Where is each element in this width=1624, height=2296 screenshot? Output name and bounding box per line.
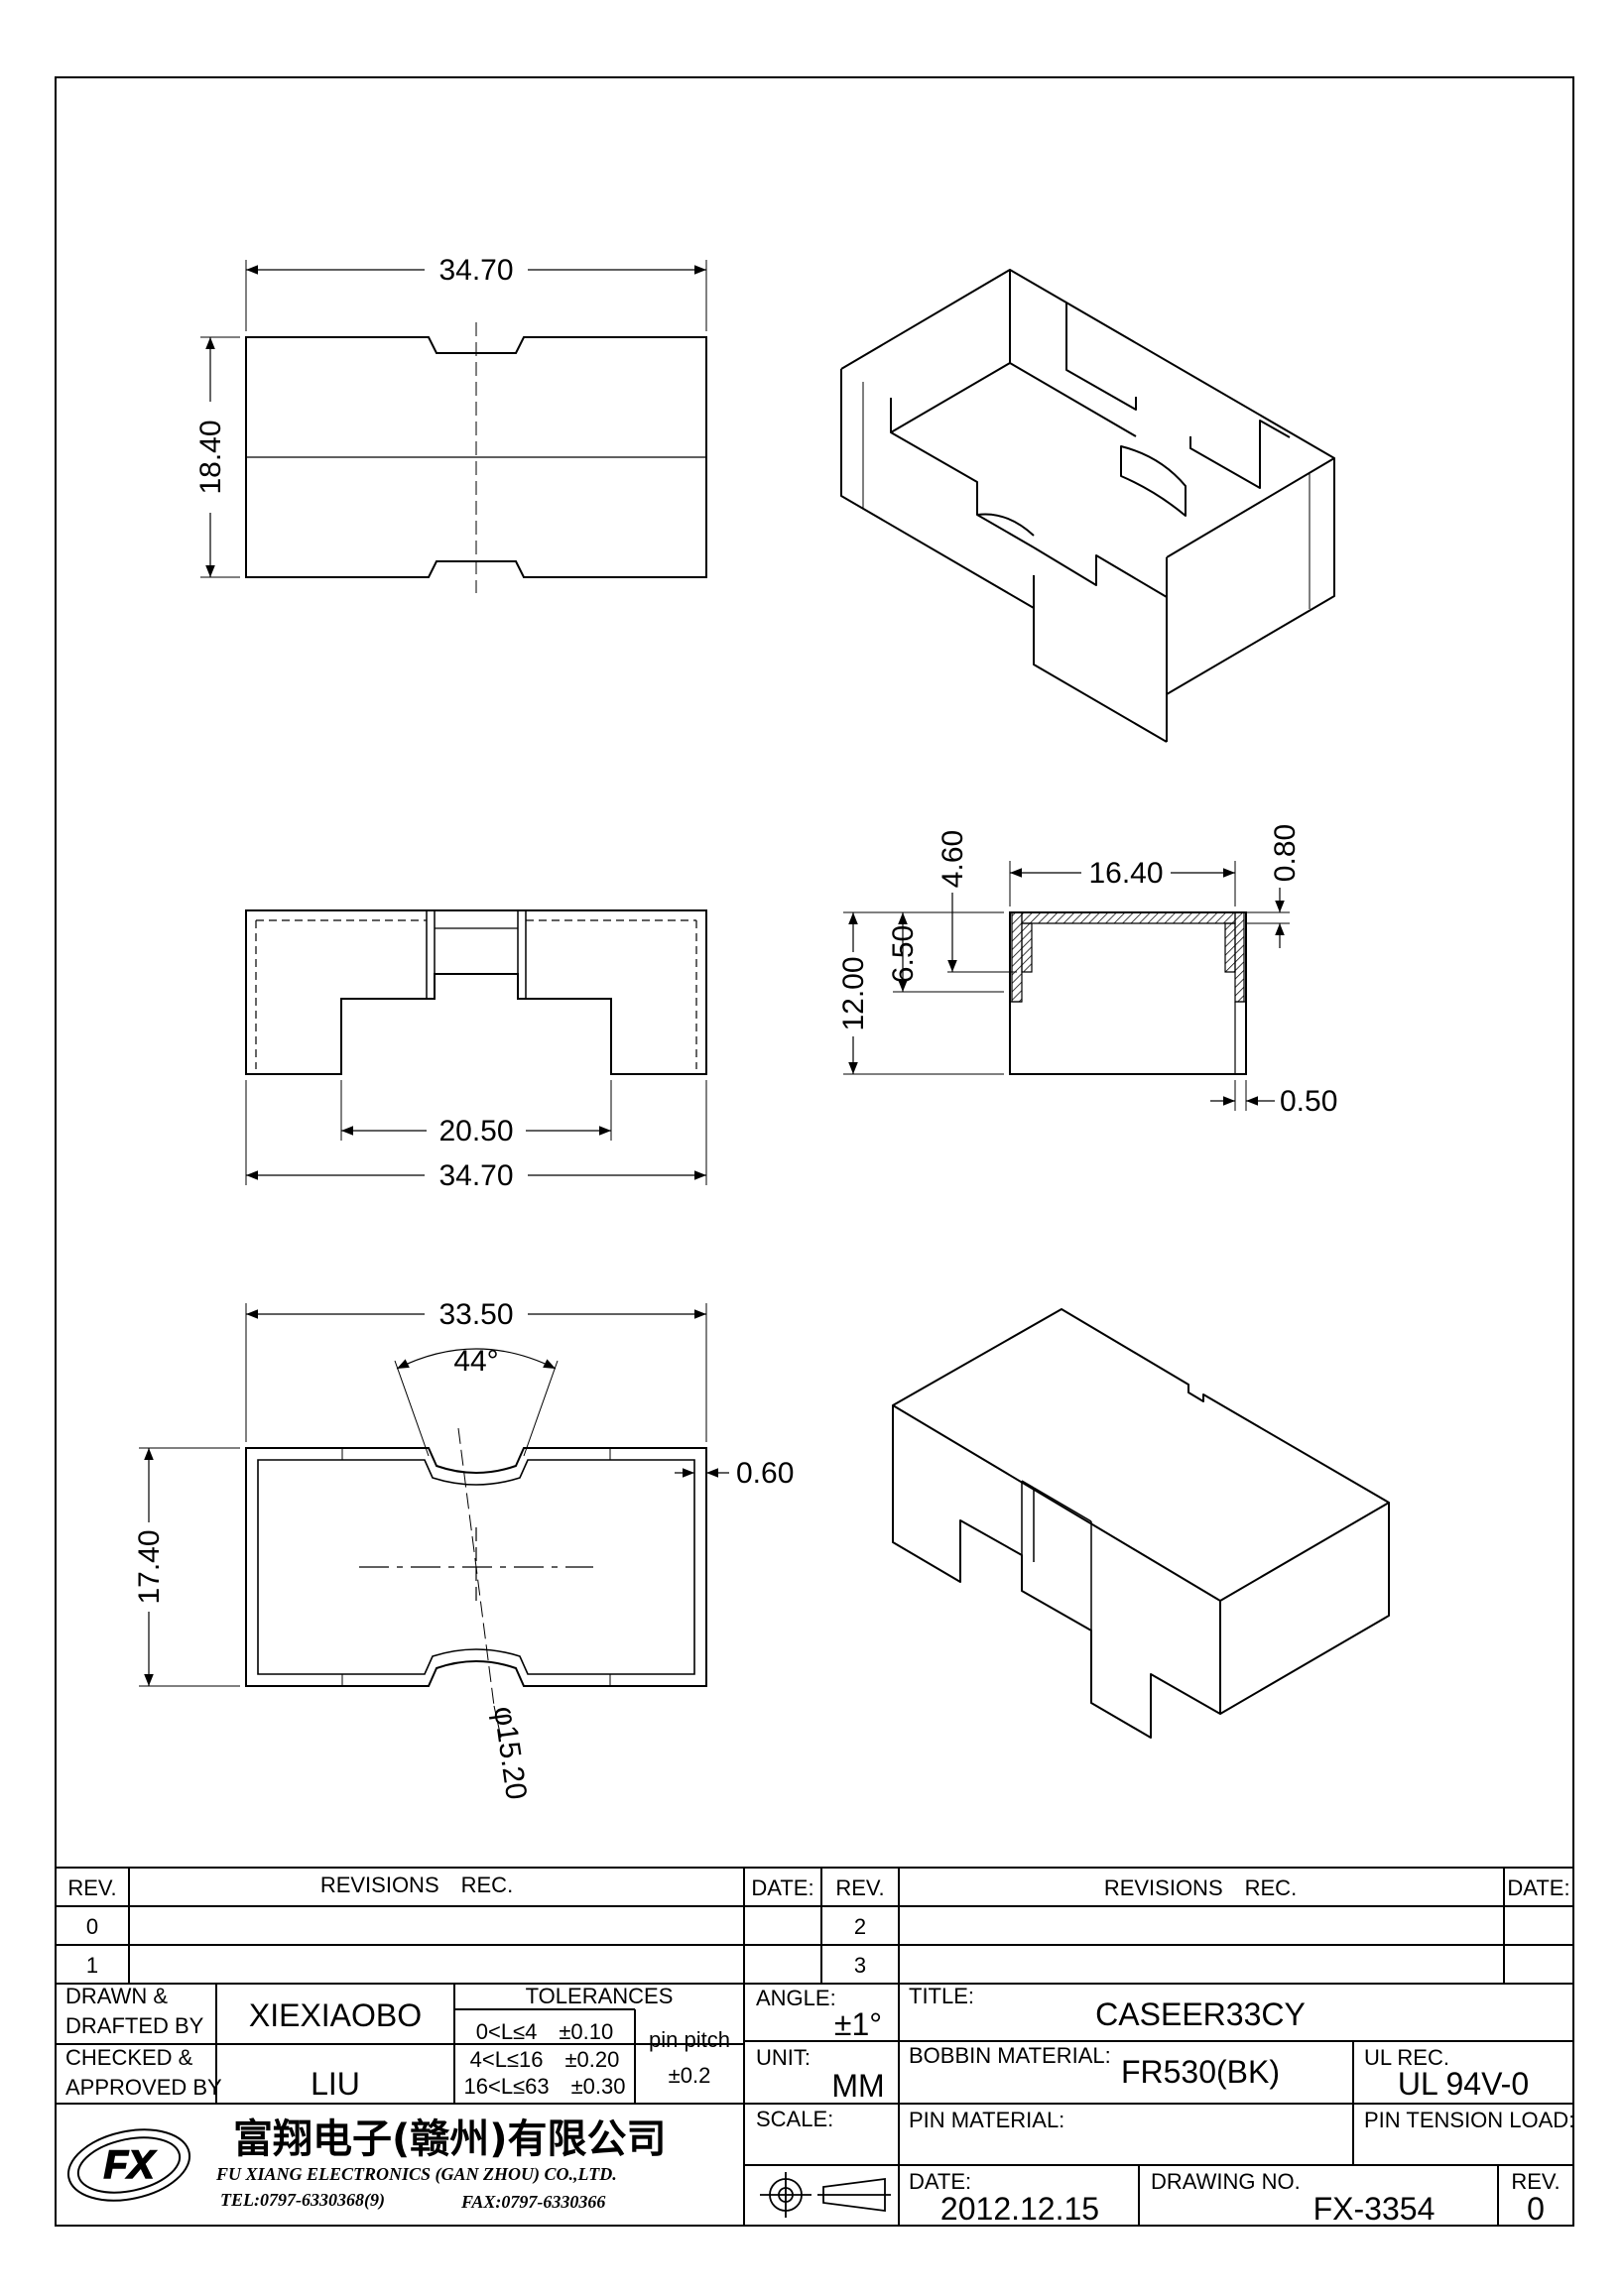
pin-pitch-value: ±0.2 (669, 2063, 711, 2088)
drawn-label-2: DRAFTED BY (65, 2013, 204, 2038)
bottom-wall-dimension: 0.60 (736, 1457, 794, 1490)
scale-label: SCALE: (756, 2107, 833, 2131)
tolerance-row-2: 4<L≤16 ±0.20 (470, 2047, 620, 2072)
drawing-no-label: DRAWING NO. (1151, 2169, 1301, 2194)
bottom-angle-dimension: 44° (453, 1345, 498, 1378)
date-header-left: DATE: (751, 1875, 813, 1900)
rev-row-2: 2 (854, 1914, 866, 1939)
drawn-by-value: XIEXIAOBO (249, 1997, 422, 2033)
rev-header: REV. (67, 1875, 116, 1900)
angle-value: ±1° (834, 2006, 882, 2042)
top-view (200, 260, 707, 593)
front-view (245, 909, 707, 1185)
isometric-view-top (840, 269, 1335, 743)
top-width-dimension: 34.70 (438, 254, 513, 287)
tolerances-label: TOLERANCES (526, 1984, 674, 2008)
company-logo-icon: FX (66, 2128, 191, 2202)
pin-pitch-label: pin pitch (649, 2027, 730, 2052)
front-inner-width-dimension: 20.50 (438, 1115, 513, 1148)
rev-label: REV. (1511, 2169, 1560, 2194)
isometric-view-bottom (892, 1308, 1390, 1739)
date-value: 2012.12.15 (940, 2191, 1099, 2227)
unit-value: MM (831, 2068, 884, 2104)
company-name-chinese: 富翔电子(赣州)有限公司 (233, 2116, 667, 2162)
bottom-height-dimension: 17.40 (133, 1529, 166, 1604)
date-label: DATE: (909, 2169, 971, 2194)
section-width-dimension: 16.40 (1088, 857, 1163, 890)
tolerance-row-1: 0<L≤4 ±0.10 (476, 2019, 614, 2044)
company-tel: TEL:0797-6330368(9) (220, 2190, 385, 2211)
pin-material-label: PIN MATERIAL: (909, 2108, 1064, 2132)
rev-header-right: REV. (835, 1875, 884, 1900)
company-fax: FAX:0797-6330366 (460, 2192, 605, 2212)
tolerance-row-3: 16<L≤63 ±0.30 (464, 2074, 626, 2099)
drawing-no-value: FX-3354 (1313, 2191, 1436, 2227)
bobbin-material-value: FR530(BK) (1121, 2054, 1280, 2090)
section-view (843, 861, 1290, 1111)
checked-label-2: APPROVED BY (65, 2075, 222, 2100)
title-block-lines (56, 1867, 1573, 2226)
angle-label: ANGLE: (756, 1986, 836, 2010)
bobbin-material-label: BOBBIN MATERIAL: (909, 2043, 1111, 2068)
section-wall-dimension: 0.80 (1269, 824, 1302, 882)
revisions-header-left: REVISIONS REC. (320, 1873, 513, 1897)
bottom-width-dimension: 33.50 (438, 1298, 513, 1331)
pin-tension-label: PIN TENSION LOAD: (1364, 2108, 1574, 2132)
drawn-label-1: DRAWN & (65, 1984, 168, 2008)
checked-label-1: CHECKED & (65, 2045, 193, 2070)
front-width-dimension: 34.70 (438, 1159, 513, 1192)
rev-row-0: 0 (86, 1914, 98, 1939)
ul-rec-label: UL REC. (1364, 2045, 1449, 2070)
section-bottom-dimension: 0.50 (1280, 1085, 1337, 1118)
ul-rec-value: UL 94V-0 (1398, 2066, 1529, 2102)
rev-row-1: 1 (86, 1953, 98, 1978)
company-name-english: FU XIANG ELECTRONICS (GAN ZHOU) CO.,LTD. (215, 2164, 617, 2185)
section-slot-depth-dimension: 6.50 (887, 925, 920, 983)
top-height-dimension: 18.40 (194, 420, 227, 494)
unit-label: UNIT: (756, 2045, 811, 2070)
logo-text: FX (103, 2143, 156, 2187)
title-label: TITLE: (909, 1984, 974, 2008)
section-slot-dimension: 4.60 (937, 830, 969, 888)
projection-symbol-icon (760, 2172, 891, 2218)
rev-row-3: 3 (854, 1953, 866, 1978)
rev-value: 0 (1527, 2191, 1545, 2227)
revisions-header-right: REVISIONS REC. (1104, 1875, 1297, 1900)
section-height-dimension: 12.00 (837, 956, 870, 1030)
checked-by-value: LIU (311, 2066, 360, 2102)
bottom-diameter-dimension: φ15.20 (487, 1704, 533, 1801)
sheet-border (55, 76, 1574, 2227)
date-header-right: DATE: (1507, 1875, 1569, 1900)
bottom-view (139, 1303, 729, 1739)
title-value: CASEER33CY (1095, 1996, 1306, 2032)
